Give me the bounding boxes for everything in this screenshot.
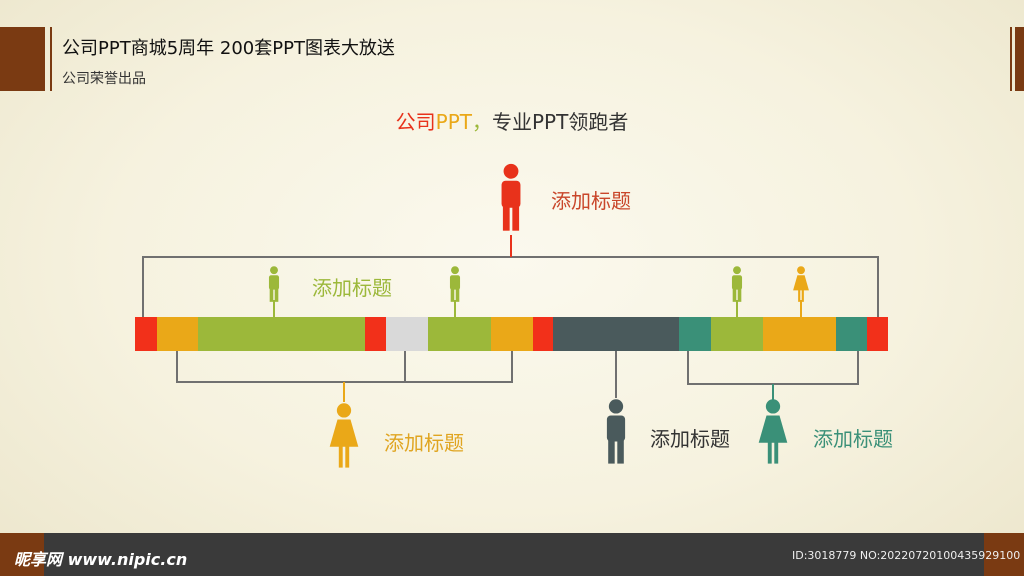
label-lower-left: 添加标题 <box>384 431 464 455</box>
person-icon-lower-right <box>758 399 788 464</box>
lower-right-bracket <box>687 351 859 385</box>
slogan-part-3: ， <box>472 110 492 134</box>
person-icon-lower-left <box>329 403 359 468</box>
label-lower-right: 添加标题 <box>813 427 893 451</box>
label-top: 添加标题 <box>551 189 631 213</box>
bar-segment-orange <box>157 317 198 351</box>
footer-accent-right <box>984 533 1024 576</box>
slogan-part-4: 专业PPT领跑者 <box>492 110 629 134</box>
header-accent-block <box>0 27 45 91</box>
bar-segment-orange <box>763 317 836 351</box>
bar-segment-dark <box>553 317 679 351</box>
footer-bar <box>0 533 1024 576</box>
person-icon-upper-3 <box>731 266 743 302</box>
label-upper-left: 添加标题 <box>312 276 392 300</box>
bar-segment-orange <box>491 317 533 351</box>
slogan-part-2: PPT <box>435 110 472 134</box>
bar-segment-red <box>135 317 157 351</box>
bar-segment-green <box>428 317 491 351</box>
watermark: 昵享网 www.nipic.cn <box>14 550 188 569</box>
top-bracket <box>142 256 879 317</box>
timeline-bar <box>135 317 888 351</box>
person-icon-upper-1 <box>268 266 280 302</box>
page-subtitle: 公司荣誉出品 <box>62 71 146 87</box>
label-lower-mid: 添加标题 <box>650 427 730 451</box>
bar-segment-green <box>711 317 763 351</box>
bar-segment-red <box>867 317 888 351</box>
header-accent-line <box>50 27 52 91</box>
lower-left-bracket <box>176 351 513 383</box>
bar-segment-teal <box>679 317 711 351</box>
connector-lines <box>142 235 879 402</box>
bar-segment-teal <box>836 317 867 351</box>
person-icon-lower-mid <box>606 399 626 464</box>
footer-accent-left <box>0 533 44 576</box>
slogan: 公司PPT，专业PPT领跑者 <box>0 106 1024 135</box>
slogan-part-1: 公司 <box>395 110 436 134</box>
bar-segment-gray <box>386 317 428 351</box>
person-icon-upper-4 <box>793 266 809 302</box>
bar-segment-red <box>533 317 553 351</box>
bar-segment-red <box>365 317 386 351</box>
header-accent-block-right <box>1015 27 1024 91</box>
header-accent-line-right <box>1010 27 1012 91</box>
bar-segment-green <box>198 317 365 351</box>
person-icon-top <box>501 163 521 231</box>
image-id: ID:3018779 NO:20220720100435929100 <box>792 549 1021 562</box>
page-title: 公司PPT商城5周年 200套PPT图表大放送 <box>62 38 395 59</box>
person-icon-upper-2 <box>449 266 461 302</box>
